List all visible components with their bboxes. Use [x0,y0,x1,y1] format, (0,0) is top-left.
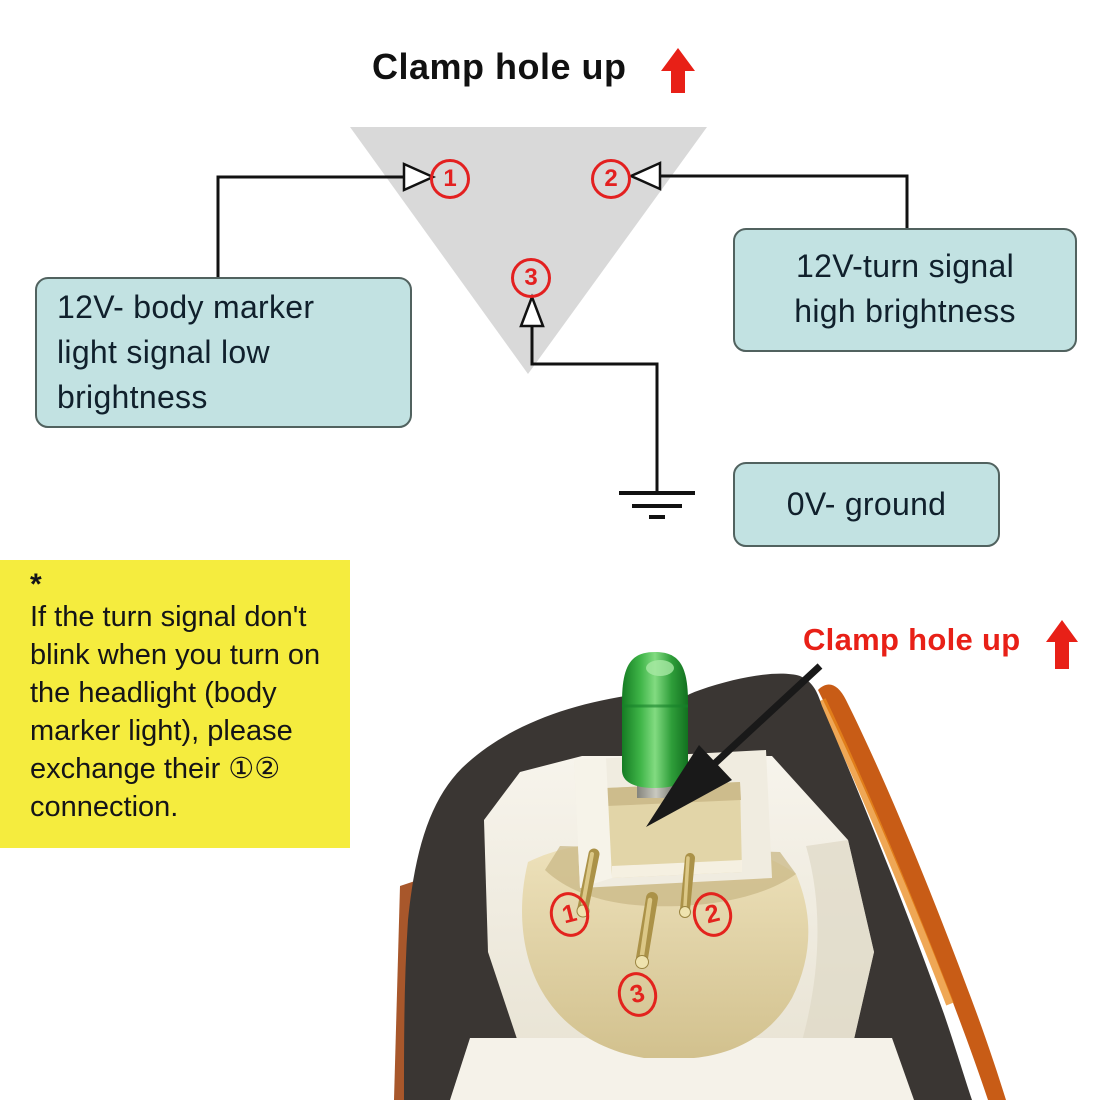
wire-pin2 [660,174,909,230]
diagram-pin-2-badge: 2 [591,159,631,199]
label-line: 12V- body marker [57,289,315,325]
note-line: exchange their ①② [30,753,281,785]
note-line: If the turn signal don't [30,601,307,633]
photo-clamp-hole-lip [612,860,742,878]
photo-lens-highlight [818,698,954,1006]
photo-pins [576,848,695,969]
arrowhead-pin1-icon [402,162,437,192]
diagram-pin-3-badge: 3 [511,258,551,298]
ground-symbol-icon [619,491,695,519]
photo-connector-body-shade [800,840,874,1048]
arrowhead-pin2-icon [627,161,662,191]
note-line: marker light), please [30,715,293,747]
note-box: * If the turn signal don't blink when yo… [0,560,350,848]
photo-led-glint [646,660,674,676]
label-box-body-marker: 12V- body marker light signal low bright… [35,277,412,428]
photo-clamp-hole-label: Clamp hole up [803,622,1021,657]
photo-clamp-hole [606,782,742,878]
diagram-title: Clamp hole up [372,46,627,87]
wire-pin1 [216,175,404,283]
up-arrow-icon [1046,620,1078,669]
product-photo [394,620,1078,1100]
note-line: connection. [30,791,179,823]
photo-connector-base [450,1038,914,1100]
label-line: 0V- ground [786,486,947,522]
note-asterisk: * [30,568,42,601]
label-line: brightness [57,379,208,415]
photo-clamp-column [574,758,612,888]
photo-pointer-arrowhead-icon [646,745,732,827]
label-box-ground: 0V- ground [733,462,1000,547]
arrowhead-pin3-icon [519,293,545,328]
photo-pointer-shaft [709,663,823,769]
label-line: 12V-turn signal [796,248,1014,284]
label-box-turn-signal: 12V-turn signal high brightness [733,228,1077,352]
label-line: high brightness [794,293,1016,329]
diagram-pin-1-badge: 1 [430,159,470,199]
photo-green-led [622,652,688,788]
up-arrow-icon [661,48,695,93]
note-line: blink when you turn on [30,639,321,671]
wire-pin3-ground [530,324,659,491]
note-line: the headlight (body [30,677,277,709]
label-line: light signal low [57,334,270,370]
